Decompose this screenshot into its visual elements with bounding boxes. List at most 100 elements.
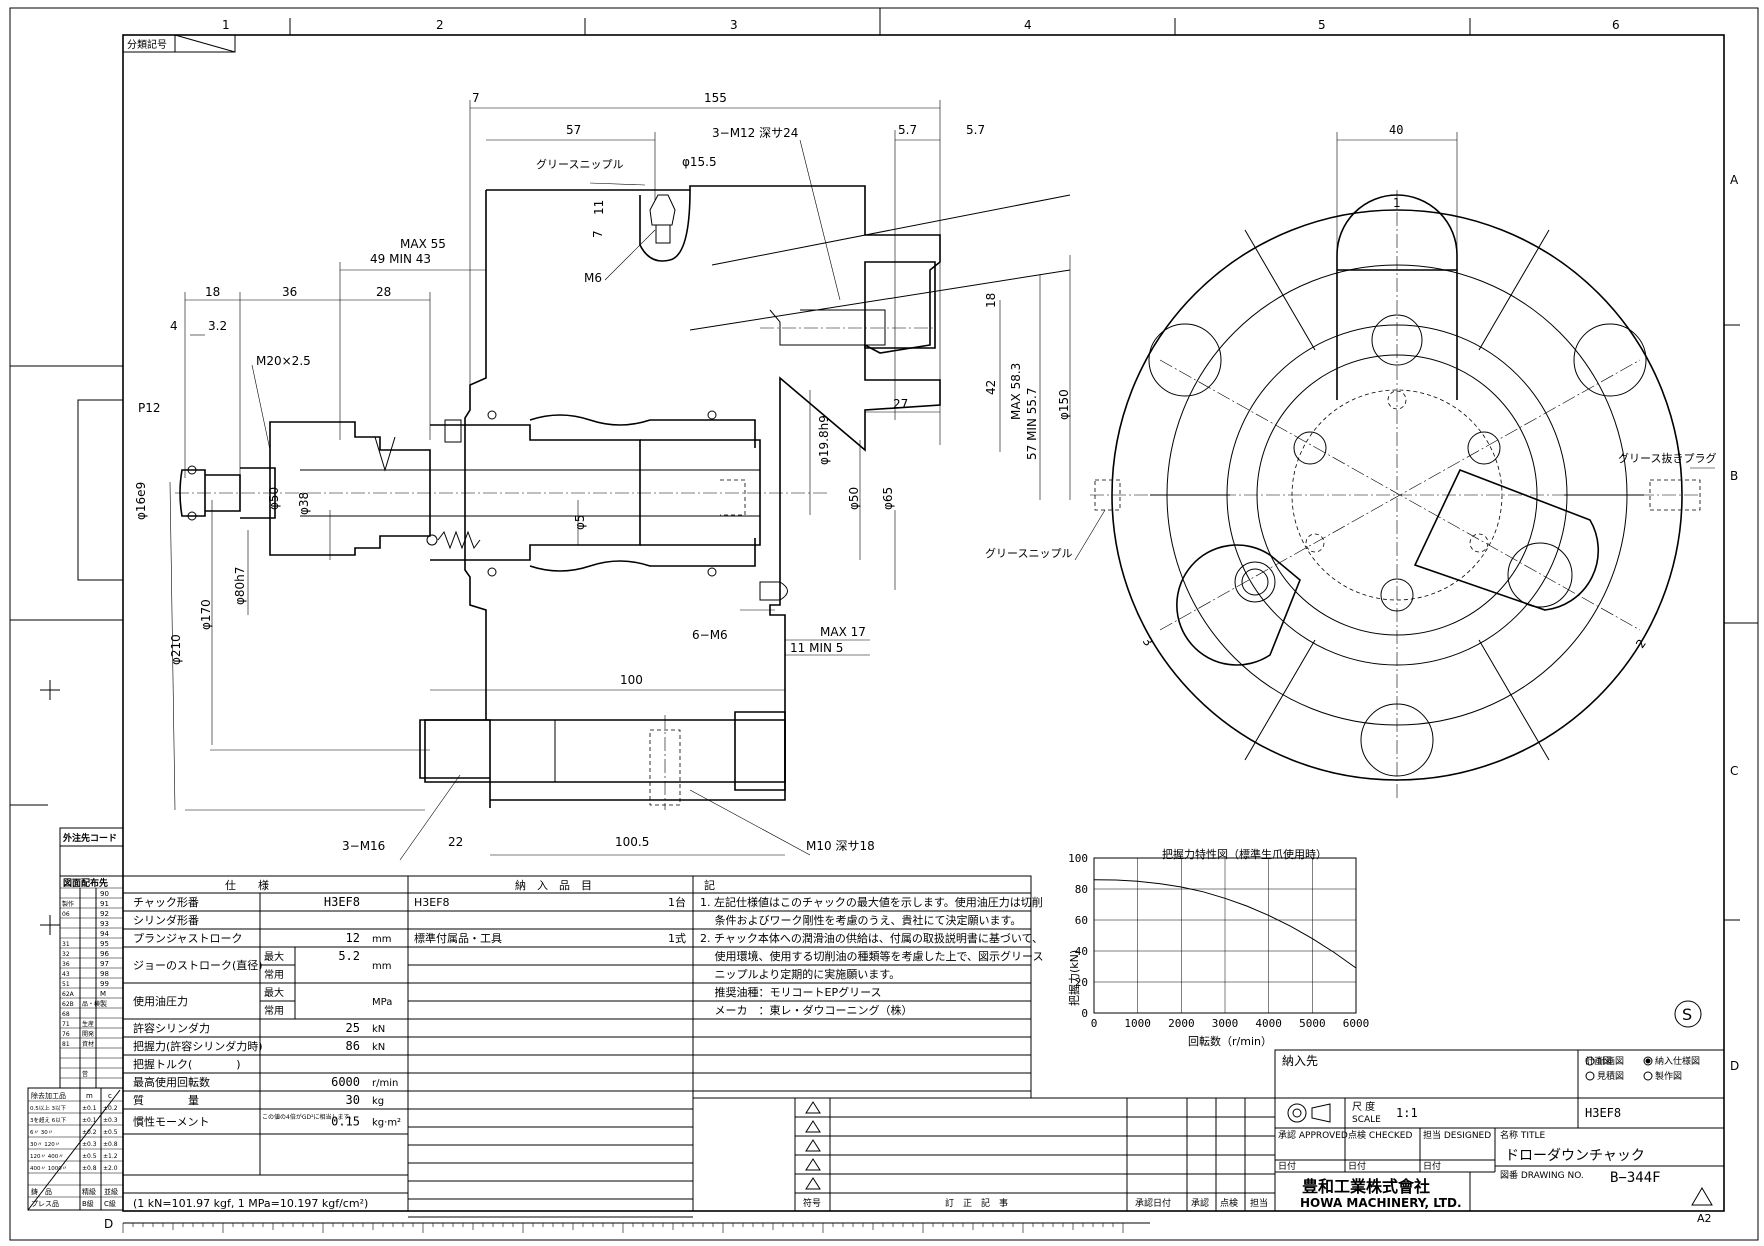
notes-block: 記 1. 左記仕様値はこのチャックの最大値を示します。使用油圧力は切削 条件およ…	[692, 875, 1044, 1099]
revision-triangle-icon	[805, 1177, 821, 1190]
model-number: H3EF8	[1585, 1106, 1621, 1120]
revision-triangle-icon	[805, 1101, 821, 1114]
dim-phi150: φ150	[1057, 389, 1071, 420]
dim-m12: 3−M12 深サ24	[712, 126, 798, 140]
note-line: 使用環境、使用する切削油の種類等を考慮した上で、図示グリース	[700, 949, 1044, 963]
grease-nipple-top-label: グリースニップル	[536, 157, 623, 171]
dist-left: 68	[62, 1011, 70, 1018]
dim-min55-7: 57 MIN 55.7	[1025, 388, 1039, 461]
grease-plug-label: グリース抜きプラグ	[1618, 451, 1716, 465]
dist-left: 43	[62, 971, 70, 978]
tol-m: ±0.1	[82, 1117, 97, 1124]
approved-date-label: 日付	[1278, 1161, 1296, 1172]
spec-row-unit: mm	[372, 934, 391, 945]
notes-header: 記	[704, 878, 715, 892]
dist-code: 製	[100, 999, 107, 1008]
tol-c: ±0.8	[103, 1141, 118, 1148]
dim-7b: 7	[591, 230, 605, 238]
tol-footer2: C級	[104, 1199, 116, 1208]
revision-triangle-icon	[805, 1139, 821, 1152]
zone-number: 5	[1318, 18, 1326, 32]
spec-row-label: ジョーのストローク(直径)	[133, 958, 263, 972]
dim-phi16e9: φ16e9	[134, 482, 148, 520]
tol-header: c	[108, 1092, 112, 1100]
chart-x-tick-label: 3000	[1212, 1017, 1239, 1030]
chart-y-tick-label: 40	[1075, 945, 1088, 958]
dim-42: 42	[984, 380, 998, 395]
dim-5-7-b: 5.7	[966, 123, 985, 137]
zone-number: 6	[1612, 18, 1620, 32]
dim-min5: 11 MIN 5	[790, 641, 843, 655]
zone-letter: D	[1730, 1059, 1739, 1073]
tol-footer2: B級	[82, 1199, 94, 1208]
chart-x-tick-label: 0	[1091, 1017, 1098, 1030]
dim-m10: M10 深サ18	[806, 839, 875, 853]
scale-en-label: SCALE	[1352, 1115, 1381, 1125]
spec-row-unit: MPa	[372, 997, 392, 1008]
section-dimensions	[169, 100, 1071, 861]
spec-row-value: 12	[346, 931, 360, 945]
dim-phi15-5: φ15.5	[682, 155, 717, 169]
vendor-code-label: 外注先コード	[62, 832, 117, 844]
tol-range: 30〃 120〃	[30, 1142, 60, 1148]
dim-phi50: φ50	[267, 487, 281, 510]
distribution-label: 図面配布先	[63, 877, 108, 889]
chart-x-tick-label: 1000	[1124, 1017, 1151, 1030]
drawing-no-label: 図番 DRAWING NO.	[1500, 1169, 1584, 1181]
tol-c: ±0.5	[103, 1129, 118, 1136]
tol-range: 400〃 1000〃	[30, 1166, 67, 1172]
spec-row-unit: kN	[372, 1042, 385, 1053]
dim-11: 11	[592, 200, 606, 215]
title-label: 名称 TITLE	[1500, 1129, 1546, 1141]
title-block: 納入先 計画図 計画図 納入仕様図 見積図 製作図 S 尺 度 SCALE 1:…	[1274, 1000, 1725, 1212]
dist-code: 98	[100, 970, 109, 978]
dim-phi19-8h9: φ19.8h9	[817, 415, 831, 465]
dist-code: 90	[100, 890, 109, 898]
dim-3-2: 3.2	[208, 319, 227, 333]
dim-max17: MAX 17	[820, 625, 866, 639]
chart-series-line	[1093, 879, 1357, 969]
zone-number: 3	[730, 18, 738, 32]
dim-phi38: φ38	[297, 492, 311, 515]
dist-left: 62B	[62, 1001, 74, 1008]
dim-p12: P12	[138, 401, 161, 415]
dim-m6: M6	[584, 271, 602, 285]
option-production-label: 製作図	[1655, 1070, 1682, 1082]
s-mark: S	[1682, 1005, 1692, 1024]
dist-code: M	[100, 990, 106, 998]
tol-footer: 並級	[104, 1187, 118, 1196]
jaw-number-1: 1	[1393, 196, 1401, 210]
company-name-en: HOWA MACHINERY, LTD.	[1300, 1196, 1462, 1210]
drawing-title: ドローダウンチャック	[1505, 1148, 1645, 1164]
section-view	[175, 185, 1071, 810]
dist-left: 31	[62, 941, 70, 948]
tol-m: ±0.8	[82, 1165, 97, 1172]
classification-label: 分類記号	[127, 38, 167, 51]
chart-y-tick-label: 20	[1075, 976, 1088, 989]
chart-ylabel: 把握力(kN)	[1067, 950, 1081, 1006]
dim-min43: 49 MIN 43	[370, 252, 431, 266]
tol-m: ±0.5	[82, 1153, 97, 1160]
dim-7: 7	[472, 91, 480, 105]
classification-box: 分類記号	[122, 34, 236, 53]
tol-range: 3を超え 6以下	[30, 1116, 67, 1124]
dist-left: 76	[62, 1031, 70, 1038]
unit-conversion-note: (1 kN=101.97 kgf, 1 MPa=10.197 kgf/cm²)	[133, 1197, 368, 1210]
dist-left: 51	[62, 981, 70, 988]
dist-left: 81	[62, 1041, 70, 1048]
zone-letter: A	[1730, 173, 1739, 187]
dim-5-7-a: 5.7	[898, 123, 917, 137]
chart-title: 把握力特性図（標準生爪使用時）	[1162, 847, 1327, 861]
note-line: 1. 左記仕様値はこのチャックの最大値を示します。使用油圧力は切削	[700, 895, 1043, 909]
rev-col-check: 点検	[1220, 1197, 1238, 1209]
checked-date-label: 日付	[1348, 1161, 1366, 1172]
tol-m: ±0.1	[82, 1105, 97, 1112]
spec-row-label: チャック形番	[133, 896, 199, 909]
tol-range: 120〃 400〃	[30, 1154, 64, 1160]
spec-row-value: 5.2	[338, 949, 360, 963]
chart-xlabel: 回転数（r/min）	[1188, 1035, 1272, 1048]
chart-y-tick-label: 80	[1075, 883, 1088, 896]
dim-27: 27	[893, 397, 908, 411]
